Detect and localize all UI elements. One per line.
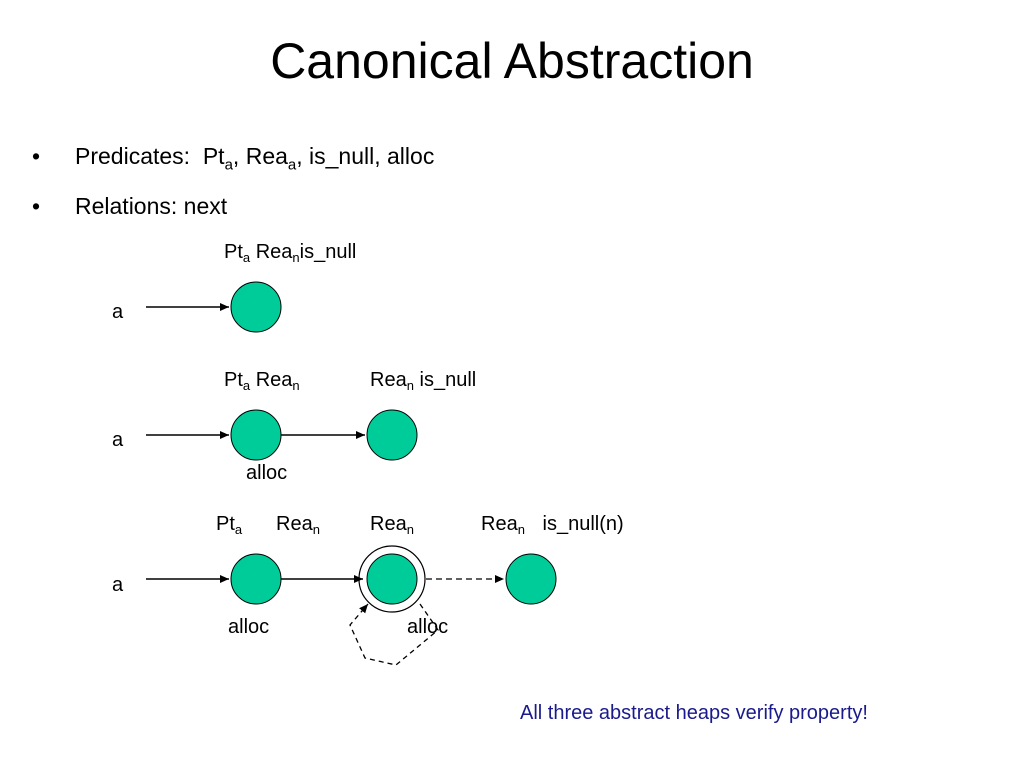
- heap3-summary-ring: [358, 545, 426, 613]
- relations-text: Relations: next: [75, 192, 228, 219]
- heap3-node-1-predicates: Pta: [216, 513, 243, 537]
- bullet-list: • Predicates: Pta, Reaa, is_null, alloc …: [32, 136, 434, 226]
- heap2-node-1: [230, 409, 282, 461]
- heap2-node-1-alloc: alloc: [246, 462, 288, 484]
- heap2-node-2-predicates: Rean is_null: [370, 369, 477, 393]
- predicates-text: Predicates: Pta, Reaa, is_null, alloc: [75, 143, 435, 174]
- heap3-node-1: [230, 553, 282, 605]
- heap1-variable-a: a: [112, 301, 124, 323]
- slide-title: Canonical Abstraction: [270, 33, 754, 89]
- bullet-relations: • Relations: next: [32, 186, 434, 226]
- heap3-node-3: [505, 553, 557, 605]
- heap3-node-1-alloc: alloc: [228, 616, 270, 638]
- heap3-node-1-reach: Rean: [276, 513, 320, 537]
- heap3-node-3-predicates: Rean is_null(n): [481, 513, 624, 537]
- heap2-node-1-predicates: Pta Rean: [224, 369, 300, 393]
- conclusion-note: All three abstract heaps verify property…: [520, 702, 868, 724]
- heap3-node-2-predicates: Rean: [370, 513, 414, 537]
- heap2-node-2: [366, 409, 418, 461]
- bullet-predicates: • Predicates: Pta, Reaa, is_null, alloc: [32, 136, 434, 186]
- heap2-variable-a: a: [112, 429, 124, 451]
- heap3-variable-a: a: [112, 574, 124, 596]
- bullet-glyph: •: [32, 143, 41, 169]
- heap3-node-2-alloc: alloc: [407, 616, 449, 638]
- heap1-node-1-predicates: Pta Reanis_null: [224, 241, 357, 265]
- heap3-self-loop-edge: [349, 603, 439, 666]
- heap3-node-2-summary: [366, 553, 418, 605]
- heap1-node-1: [230, 281, 282, 333]
- bullet-glyph: •: [32, 192, 41, 219]
